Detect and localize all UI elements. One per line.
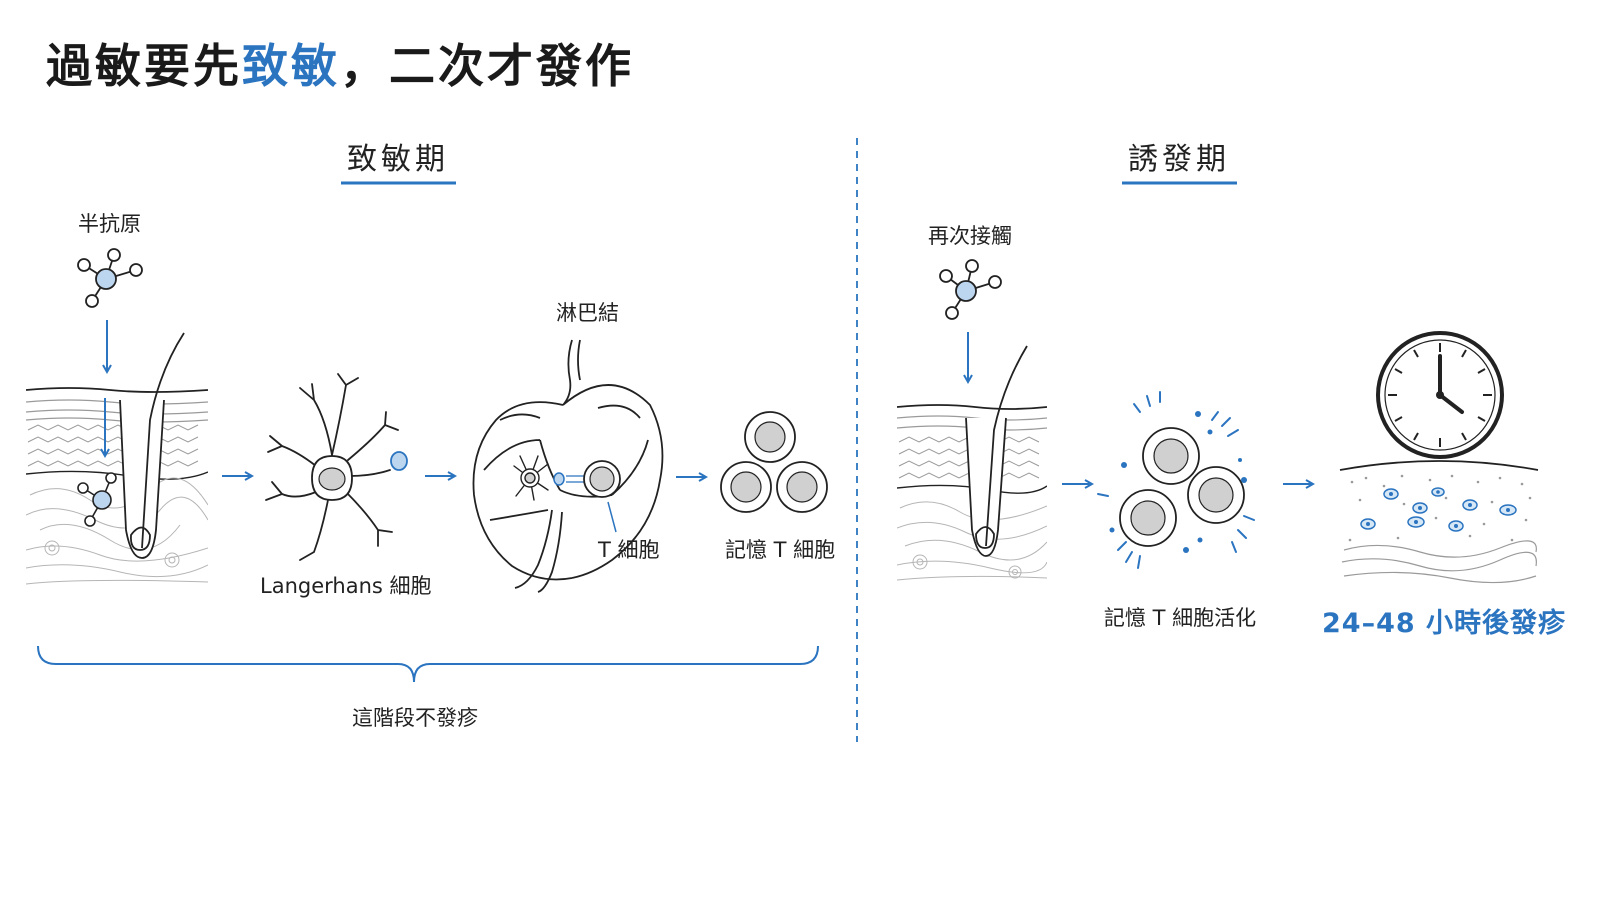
sensitization-heading: 致敏期 xyxy=(347,142,449,177)
hapten-label: 半抗原 xyxy=(78,212,141,236)
hapten-molecule-icon xyxy=(390,451,408,471)
clock-icon xyxy=(1376,331,1504,459)
t-cell-icon xyxy=(583,460,621,498)
title-highlight: 致敏 xyxy=(242,39,340,93)
re-exposure-label: 再次接觸 xyxy=(928,224,1012,248)
rash-skin-icon xyxy=(1339,460,1539,584)
hair-follicle-icon xyxy=(965,345,1028,557)
lymph-node-icon xyxy=(472,339,664,593)
activation-label: 記憶 T 細胞活化 xyxy=(1103,606,1257,630)
langerhans-cell-icon xyxy=(513,455,549,501)
hair-follicle-icon xyxy=(119,332,185,559)
memory-t-cells-icon xyxy=(720,411,828,513)
no-rash-label: 這階段不發疹 xyxy=(352,706,478,730)
lymph-node-label: 淋巴結 xyxy=(556,301,619,325)
rash-timing-label: 24–48 小時後發疹 xyxy=(1322,608,1567,639)
langerhans-cell-icon xyxy=(265,373,399,561)
title-suffix: ，二次才發作 xyxy=(340,39,634,93)
hapten-molecule-icon xyxy=(77,248,143,308)
elicitation-heading: 誘發期 xyxy=(1128,142,1230,177)
hapten-molecule-icon xyxy=(939,259,1002,320)
hapten-molecule-icon xyxy=(77,472,117,527)
sensitization-bracket xyxy=(37,645,819,683)
hapten-molecule-icon xyxy=(553,472,565,486)
title-prefix: 過敏要先 xyxy=(46,39,242,93)
t-cell-label: T 細胞 xyxy=(598,538,660,562)
activated-t-cells-icon xyxy=(1097,391,1255,569)
t-cell-pointer xyxy=(607,501,617,533)
langerhans-label: Langerhans 細胞 xyxy=(260,574,432,598)
memory-t-label: 記憶 T 細胞 xyxy=(725,538,836,562)
skin-cross-section-icon xyxy=(26,387,208,585)
page-title: 過敏要先致敏，二次才發作 xyxy=(46,30,634,96)
